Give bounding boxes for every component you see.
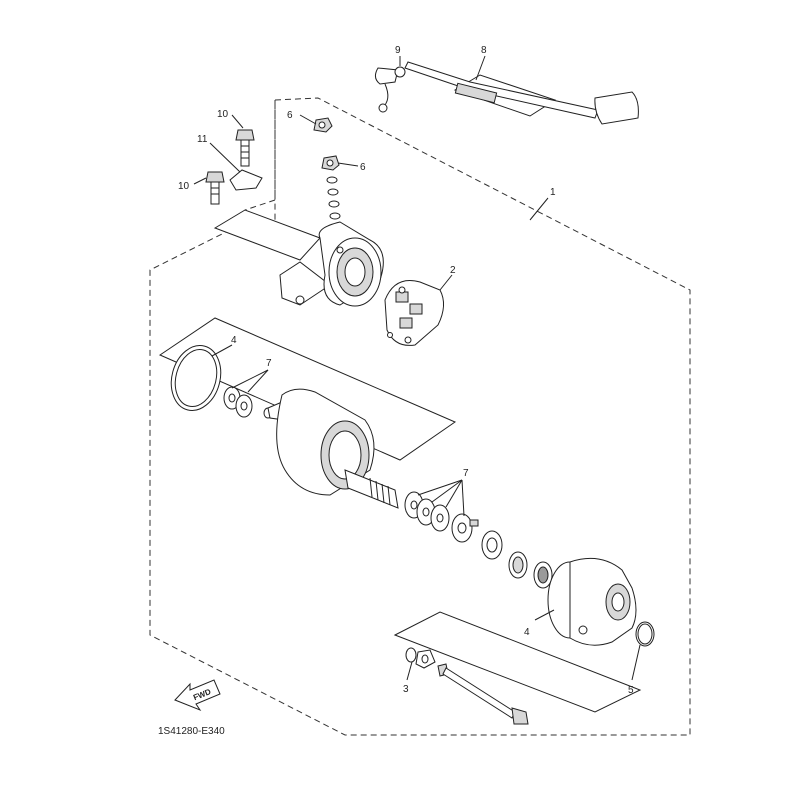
fwd-arrow-icon: FWD: [174, 679, 221, 712]
washer-stack: [326, 176, 341, 220]
callout-9: 9: [395, 45, 401, 56]
washer-set-part-7-upper: [223, 386, 253, 418]
group-outline-lower: [393, 611, 642, 713]
callout-10-upper: 10: [217, 109, 229, 120]
callout-10-lower: 10: [178, 181, 190, 192]
callout-11: 11: [197, 134, 208, 145]
brush-holder-part-2: [384, 280, 444, 346]
leader-7a-2: [231, 369, 269, 389]
callout-7-lower: 7: [463, 468, 469, 479]
callout-8: 8: [481, 45, 487, 56]
diagram-code: 1S41280-E340: [158, 726, 225, 737]
callout-6-upper: 6: [287, 110, 293, 121]
nut-part-6-lower: [321, 155, 340, 171]
leader-6b: [337, 162, 359, 167]
tab-plate-part: [451, 513, 479, 543]
leader-10a: [231, 114, 244, 129]
leader-2: [439, 274, 453, 291]
nut-part-6-upper: [313, 117, 333, 133]
end-cover-part: [547, 557, 637, 646]
callout-4-lower: 4: [524, 627, 530, 638]
armature-part: [263, 388, 399, 509]
leader-4a: [211, 344, 233, 357]
o-ring-part-3: [405, 647, 417, 663]
leader-10b: [193, 177, 207, 185]
leader-7b: [417, 479, 463, 496]
leader-5: [631, 644, 641, 681]
bolt-washer-part: [415, 649, 436, 669]
callout-3: 3: [403, 684, 409, 695]
callout-6-lower: 6: [360, 162, 366, 173]
leader-7b-2: [431, 479, 463, 503]
leader-7b-3: [445, 479, 463, 508]
callout-4-upper: 4: [231, 335, 237, 346]
washer-set-part-7-lower: [404, 491, 450, 532]
leader-8: [475, 55, 486, 81]
guide-line-upper: [244, 100, 276, 211]
o-ring-part-5: [635, 621, 655, 647]
group-outline-lever: [453, 74, 557, 117]
leader-7a: [247, 369, 269, 393]
bearing-part: [508, 551, 553, 589]
leader-6a: [299, 114, 317, 125]
callout-7-upper: 7: [266, 358, 272, 369]
callout-1: 1: [550, 187, 556, 198]
long-bolt-part: [437, 663, 529, 725]
leader-7b-4: [461, 479, 465, 517]
bolt-part-10-lower: [205, 171, 225, 205]
bolt-part-10-upper: [235, 129, 255, 167]
o-ring-part-4-upper: [170, 345, 222, 411]
callout-5: 5: [628, 685, 634, 696]
callout-2: 2: [450, 265, 456, 276]
leader-1: [529, 197, 549, 221]
starter-housing-part: [213, 209, 384, 307]
leader-4b: [534, 609, 555, 621]
leader-11: [209, 142, 241, 173]
seal-part: [481, 530, 503, 560]
lever-cable-part: [374, 61, 639, 125]
leader-3: [406, 661, 413, 681]
bracket-part-11: [229, 169, 263, 191]
